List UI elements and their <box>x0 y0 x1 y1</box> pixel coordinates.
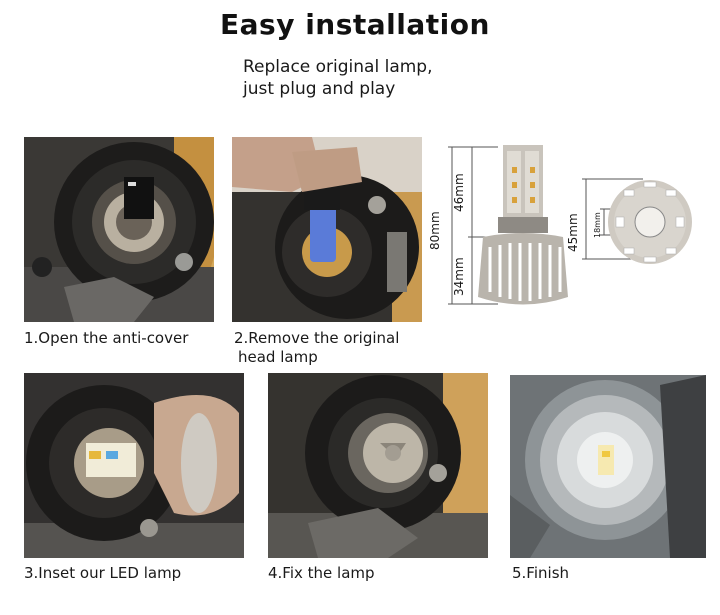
step-2-caption-line-1: 2.Remove the original <box>234 329 400 347</box>
step-1-photo <box>24 137 214 322</box>
dimension-diagram <box>428 137 713 312</box>
dim-total-height-label: 80mm <box>428 211 442 250</box>
dim-upper-height-label: 46mm <box>452 173 466 212</box>
subtitle-line-1: Replace original lamp, <box>243 57 433 77</box>
page-subtitle: Replace original lamp, just plug and pla… <box>243 56 433 100</box>
step-4-photo <box>268 373 488 558</box>
page-title: Easy installation <box>220 8 490 41</box>
step-2-caption-line-2: head lamp <box>238 348 318 366</box>
step-3-caption: 3.Inset our LED lamp <box>24 564 182 582</box>
subtitle-line-2: just plug and play <box>243 79 396 99</box>
step-5-caption: 5.Finish <box>512 564 570 582</box>
dim-inner-diameter-label: 18mm <box>593 212 602 238</box>
step-5-photo <box>510 375 706 558</box>
step-1-caption: 1.Open the anti-cover <box>24 329 189 347</box>
step-2-photo <box>232 137 422 322</box>
dim-diameter-label: 45mm <box>566 213 580 252</box>
step-4-caption: 4.Fix the lamp <box>268 564 375 582</box>
dim-lower-height-label: 34mm <box>452 257 466 296</box>
step-3-photo <box>24 373 244 558</box>
step-2-caption: 2.Remove the original head lamp <box>234 329 399 367</box>
